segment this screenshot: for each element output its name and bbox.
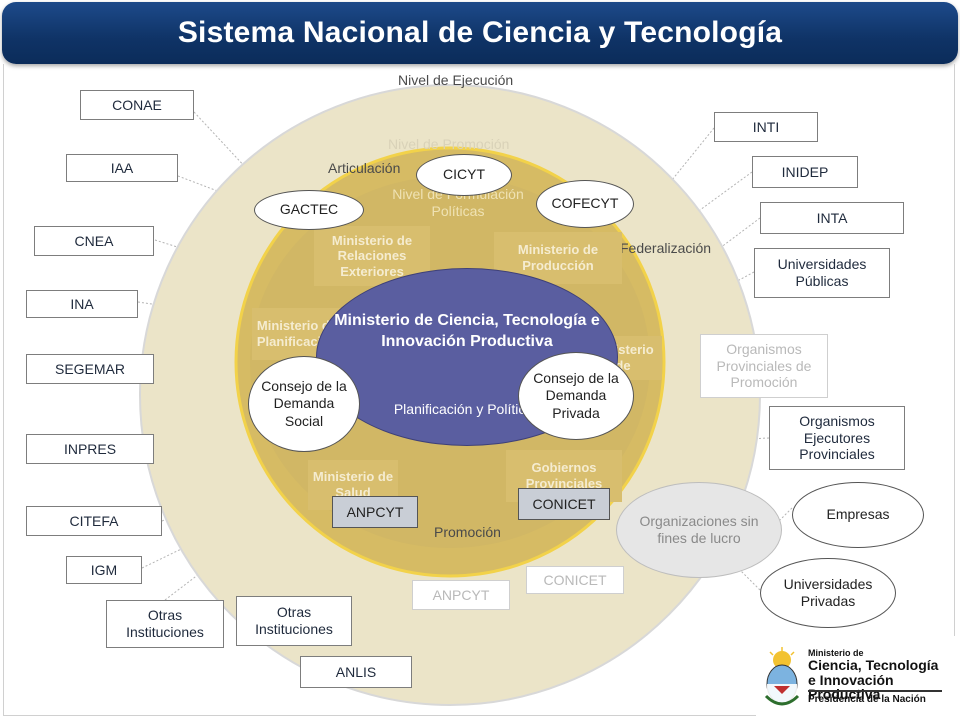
- anlis-box: ANLIS: [300, 656, 412, 688]
- igm-box: IGM: [66, 556, 142, 584]
- ministerio-produccion: Ministerio de Producción: [494, 232, 622, 284]
- inpres-box: INPRES: [26, 434, 154, 464]
- ministerio-logo: Ministerio de Ciencia, Tecnología e Inno…: [756, 636, 960, 720]
- ina-box: INA: [26, 290, 138, 318]
- slide-frame: [3, 64, 955, 716]
- conae-box: CONAE: [80, 90, 194, 120]
- inti-box: INTI: [714, 112, 818, 142]
- consejo-demanda-privada: Consejo de la Demanda Privada: [518, 352, 634, 440]
- anpcyt-box: ANPCYT: [332, 496, 418, 528]
- anpcyt-faded-box: ANPCYT: [412, 580, 510, 610]
- logo-line-1: Ministerio de: [808, 648, 864, 658]
- organismos-promocion-box: Organismos Provinciales de Promoción: [700, 334, 828, 398]
- level-ejecucion-label: Nivel de Ejecución: [398, 72, 514, 88]
- federalizacion-label: Federalización: [620, 240, 712, 256]
- articulacion-label: Articulación: [328, 160, 401, 176]
- organismos-ejecutores-box: Organismos Ejecutores Provinciales: [769, 406, 905, 470]
- inidep-box: INIDEP: [752, 156, 858, 188]
- level-promocion-label: Nivel de Promoción: [388, 136, 510, 152]
- organizaciones-sin-fines-de-lucro-ellipse: Organizaciones sin fines de lucro: [616, 482, 782, 578]
- national-emblem-icon: [764, 647, 800, 706]
- consejo-demanda-social: Consejo de la Demanda Social: [248, 356, 360, 452]
- cicyt-ellipse: CICYT: [416, 154, 512, 196]
- universidades-publicas-box: Universidades Públicas: [754, 248, 890, 298]
- conicet-box: CONICET: [518, 488, 610, 520]
- iaa-box: IAA: [66, 154, 178, 182]
- conicet-faded-box: CONICET: [526, 566, 624, 594]
- promocion-label: Promoción: [434, 524, 501, 540]
- logo-divider: [808, 690, 942, 692]
- center-title: Ministerio de Ciencia, Tecnología e Inno…: [334, 312, 600, 350]
- otras-instituciones-box-1: Otras Instituciones: [106, 600, 224, 648]
- otras-instituciones-box-2: Otras Instituciones: [236, 596, 352, 646]
- inta-box: INTA: [760, 202, 904, 234]
- center-subtitle: Planificación y Políticas: [393, 401, 541, 417]
- empresas-ellipse: Empresas: [792, 482, 924, 548]
- segemar-box: SEGEMAR: [26, 354, 154, 384]
- gactec-ellipse: GACTEC: [254, 190, 364, 230]
- ministerio-relaciones-exteriores: Ministerio de Relaciones Exteriores: [314, 226, 430, 286]
- page-title: Sistema Nacional de Ciencia y Tecnología: [177, 16, 783, 49]
- cnea-box: CNEA: [34, 226, 154, 256]
- logo-line-3: Presidencia de la Nación: [808, 694, 926, 705]
- cofecyt-ellipse: COFECYT: [536, 180, 634, 228]
- universidades-privadas-ellipse: Universidades Privadas: [760, 558, 896, 628]
- citefa-box: CITEFA: [26, 506, 162, 536]
- title-banner: Sistema Nacional de Ciencia y Tecnología: [2, 2, 958, 64]
